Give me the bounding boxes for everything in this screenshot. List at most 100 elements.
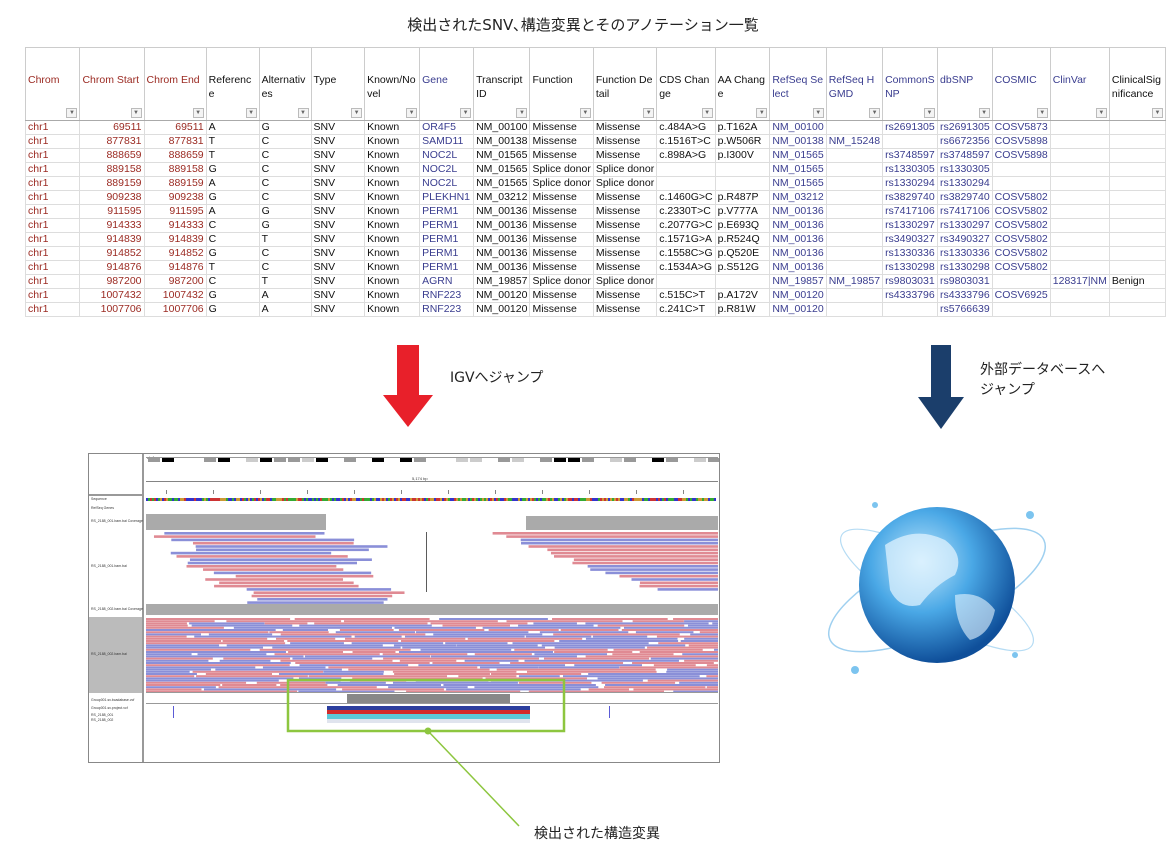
- filter-dropdown-icon[interactable]: ▼: [1152, 108, 1163, 118]
- table-cell[interactable]: [825, 302, 884, 317]
- sequence-base: [262, 498, 264, 501]
- table-cell[interactable]: 987200: [143, 274, 207, 289]
- filter-dropdown-icon[interactable]: ▼: [460, 108, 472, 118]
- read: [257, 598, 388, 601]
- read: [613, 648, 703, 651]
- sequence-base: [242, 498, 244, 501]
- read: [146, 618, 291, 620]
- read: [585, 622, 709, 625]
- variant-mark: [173, 706, 174, 718]
- read: [146, 629, 276, 631]
- filter-dropdown-icon[interactable]: ▼: [245, 108, 257, 118]
- filter-dropdown-icon[interactable]: ▼: [130, 108, 142, 118]
- sequence-base: [290, 498, 292, 501]
- filter-dropdown-icon[interactable]: ▼: [643, 108, 655, 118]
- table-cell[interactable]: [991, 302, 1051, 317]
- filter-dropdown-icon[interactable]: ▼: [516, 108, 528, 118]
- sequence-base: [222, 498, 224, 501]
- filter-dropdown-icon[interactable]: ▼: [66, 108, 78, 118]
- filter-dropdown-icon[interactable]: ▼: [351, 108, 363, 118]
- filter-dropdown-icon[interactable]: ▼: [701, 108, 713, 118]
- read: [392, 670, 517, 673]
- filter-dropdown-icon[interactable]: ▼: [406, 108, 418, 118]
- table-cell[interactable]: 1007706: [143, 302, 207, 317]
- table-cell[interactable]: rs5766639: [937, 302, 993, 317]
- sequence-base: [266, 498, 268, 501]
- igv-track-names-panel: Sequence RefSeq Genes RS_2188_001.bam.ba…: [89, 454, 144, 762]
- read: [203, 688, 337, 691]
- sequence-base: [322, 498, 324, 501]
- table-cell[interactable]: NM_00120: [769, 302, 827, 317]
- table-cell[interactable]: Known: [364, 302, 421, 317]
- table-cell[interactable]: rs1330336: [882, 246, 939, 261]
- table-cell[interactable]: Missense: [529, 302, 594, 317]
- table-cell[interactable]: G: [205, 302, 260, 317]
- filter-dropdown-icon[interactable]: ▼: [812, 108, 824, 118]
- table-cell[interactable]: NM_00120: [473, 302, 531, 317]
- sequence-base: [442, 498, 444, 501]
- read: [605, 684, 718, 686]
- filter-dropdown-icon[interactable]: ▼: [978, 108, 990, 118]
- column-header-label: RefSeq HGMD: [828, 74, 875, 100]
- sequence-base: [438, 498, 440, 501]
- read: [682, 653, 718, 656]
- sequence-base: [646, 498, 648, 501]
- table-cell[interactable]: c.241C>T: [656, 302, 716, 317]
- read: [639, 584, 718, 588]
- sequence-base: [430, 498, 432, 501]
- sequence-base: [692, 498, 694, 501]
- sequence-base: [578, 498, 580, 501]
- filter-dropdown-icon[interactable]: ▼: [1095, 108, 1107, 118]
- filter-dropdown-icon[interactable]: ▼: [297, 108, 309, 118]
- sequence-base: [414, 498, 416, 501]
- read: [223, 657, 291, 660]
- table-cell[interactable]: chr1: [24, 302, 81, 317]
- read: [706, 686, 718, 689]
- sequence-base: [596, 498, 598, 501]
- read: [420, 648, 512, 651]
- filter-dropdown-icon[interactable]: ▼: [924, 108, 936, 118]
- read: [146, 675, 195, 678]
- sequence-base: [452, 498, 454, 501]
- table-cell[interactable]: Missense: [592, 302, 658, 317]
- sequence-base: [226, 498, 228, 501]
- table-cell[interactable]: A: [258, 302, 312, 317]
- sequence-base: [710, 498, 712, 501]
- sequence-base: [644, 498, 646, 501]
- read: [146, 690, 298, 693]
- filter-dropdown-icon[interactable]: ▼: [579, 108, 591, 118]
- column-header-label: Gene: [422, 74, 448, 86]
- ideogram-band: [204, 458, 216, 462]
- ideogram-band: [484, 458, 496, 462]
- read: [588, 688, 630, 691]
- filter-dropdown-icon[interactable]: ▼: [756, 108, 768, 118]
- sequence-base: [686, 498, 688, 501]
- sequence-base: [364, 498, 366, 501]
- read: [345, 637, 466, 640]
- igv-browser-screenshot[interactable]: Sequence RefSeq Genes RS_2188_001.bam.ba…: [88, 453, 720, 763]
- table-cell[interactable]: 909238: [143, 190, 207, 205]
- read: [400, 640, 555, 642]
- sequence-base: [202, 498, 204, 501]
- sequence-base: [572, 498, 574, 501]
- read: [485, 677, 587, 680]
- table-cell[interactable]: NM_01565: [473, 148, 531, 163]
- sequence-base: [588, 498, 590, 501]
- read: [563, 675, 700, 678]
- column-header: Chrom End▼: [143, 47, 207, 121]
- table-cell[interactable]: [882, 302, 939, 317]
- filter-dropdown-icon[interactable]: ▼: [869, 108, 881, 118]
- filter-dropdown-icon[interactable]: ▼: [192, 108, 204, 118]
- table-cell[interactable]: [1108, 302, 1166, 317]
- sequence-base: [348, 498, 350, 501]
- sequence-base: [368, 498, 370, 501]
- filter-dropdown-icon[interactable]: ▼: [1036, 108, 1048, 118]
